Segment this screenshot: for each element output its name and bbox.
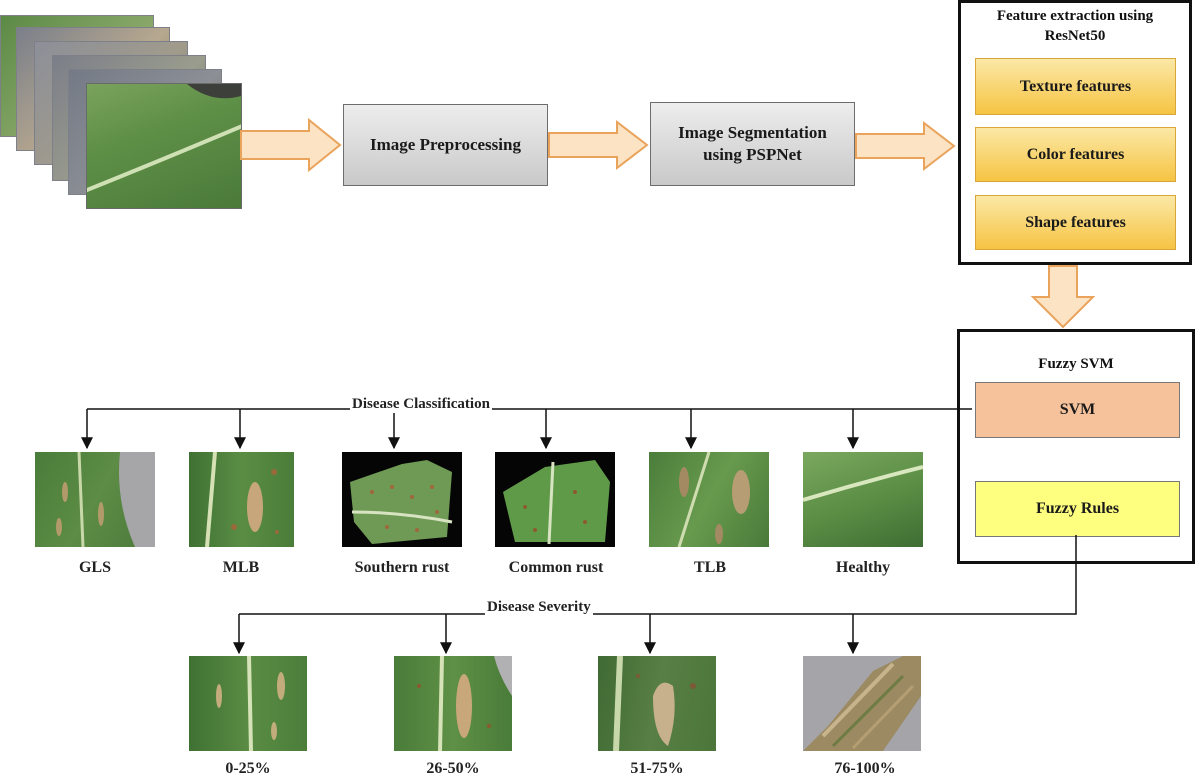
common-rust-leaf-image [495, 452, 615, 547]
color-features-box: Color features [975, 127, 1176, 182]
severity-76-100-image [803, 656, 921, 751]
severity-label-0-25: 0-25% [225, 760, 271, 777]
severity-label-51-75: 51-75% [630, 760, 684, 777]
arrow-features-to-fuzzy-svm [1030, 265, 1096, 329]
tlb-leaf-image [649, 452, 769, 547]
severity-26-50-image [394, 656, 512, 751]
class-label-gls: GLS [78, 559, 111, 576]
image-preprocessing-box: Image Preprocessing [343, 104, 548, 186]
feature-extraction-panel: Feature extraction using ResNet50 Textur… [958, 0, 1192, 265]
image-segmentation-box: Image Segmentation using PSPNet [650, 102, 855, 186]
severity-label-76-100: 76-100% [834, 760, 896, 777]
gls-leaf-image [35, 452, 155, 547]
disease-classification-label: Disease Classification [350, 396, 492, 413]
fuzzy-svm-panel: Fuzzy SVM SVM Fuzzy Rules [957, 329, 1195, 564]
input-leaf-image [86, 83, 242, 209]
fuzzy-rules-box: Fuzzy Rules [975, 481, 1180, 537]
disease-severity-label: Disease Severity [485, 599, 593, 616]
healthy-leaf-image [803, 452, 923, 547]
class-label-southern-rust: Southern rust [354, 559, 450, 576]
texture-features-box: Texture features [975, 58, 1176, 115]
severity-0-25-image [189, 656, 307, 751]
arrow-input-to-preprocessing [240, 117, 342, 173]
fuzzy-svm-title: Fuzzy SVM [1038, 356, 1114, 372]
svm-box: SVM [975, 382, 1180, 438]
feature-extraction-title: Feature extraction using ResNet50 [996, 8, 1154, 44]
class-label-common-rust: Common rust [508, 559, 604, 576]
class-label-mlb: MLB [222, 559, 260, 576]
arrow-segmentation-to-features [855, 120, 956, 172]
severity-label-26-50: 26-50% [426, 760, 480, 777]
classification-connector [81, 408, 972, 450]
severity-51-75-image [598, 656, 716, 751]
severity-connector [233, 535, 1077, 655]
shape-features-box: Shape features [975, 195, 1176, 250]
mlb-leaf-image [189, 452, 294, 547]
class-label-tlb: TLB [693, 559, 726, 576]
class-label-healthy: Healthy [835, 559, 891, 576]
leaf-vein-graphic [87, 84, 241, 193]
southern-rust-leaf-image [342, 452, 462, 547]
arrow-preprocessing-to-segmentation [548, 119, 649, 171]
